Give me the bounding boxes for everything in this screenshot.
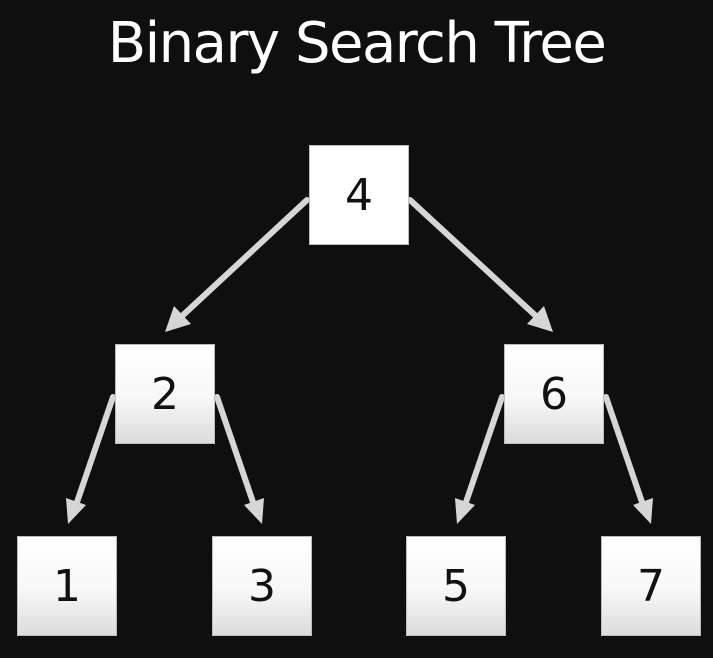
edge-2-1 — [73, 394, 116, 508]
node-left: 2 — [115, 344, 215, 444]
arrowhead-1 — [66, 498, 86, 524]
node-right-left-label: 5 — [442, 560, 470, 612]
node-left-left: 1 — [17, 536, 117, 636]
arrowhead-3 — [244, 498, 264, 524]
node-left-right-label: 3 — [248, 560, 276, 612]
node-right-right: 7 — [601, 536, 701, 636]
node-right: 6 — [504, 344, 604, 444]
arrowhead-2 — [165, 306, 191, 332]
arrowhead-5 — [455, 498, 475, 524]
edge-4-6 — [407, 197, 540, 320]
edge-6-7 — [603, 394, 646, 508]
edge-4-2 — [178, 197, 310, 320]
arrowhead-7 — [633, 498, 653, 524]
node-root-label: 4 — [345, 169, 373, 221]
node-left-left-label: 1 — [53, 560, 81, 612]
node-right-right-label: 7 — [637, 560, 665, 612]
node-left-label: 2 — [151, 368, 179, 420]
node-root: 4 — [309, 145, 409, 245]
arrowhead-6 — [527, 306, 553, 332]
node-left-right: 3 — [212, 536, 312, 636]
diagram-title: Binary Search Tree — [107, 11, 607, 76]
node-right-label: 6 — [540, 368, 568, 420]
node-right-left: 5 — [406, 536, 506, 636]
edge-2-3 — [214, 394, 257, 508]
edge-6-5 — [462, 394, 505, 508]
